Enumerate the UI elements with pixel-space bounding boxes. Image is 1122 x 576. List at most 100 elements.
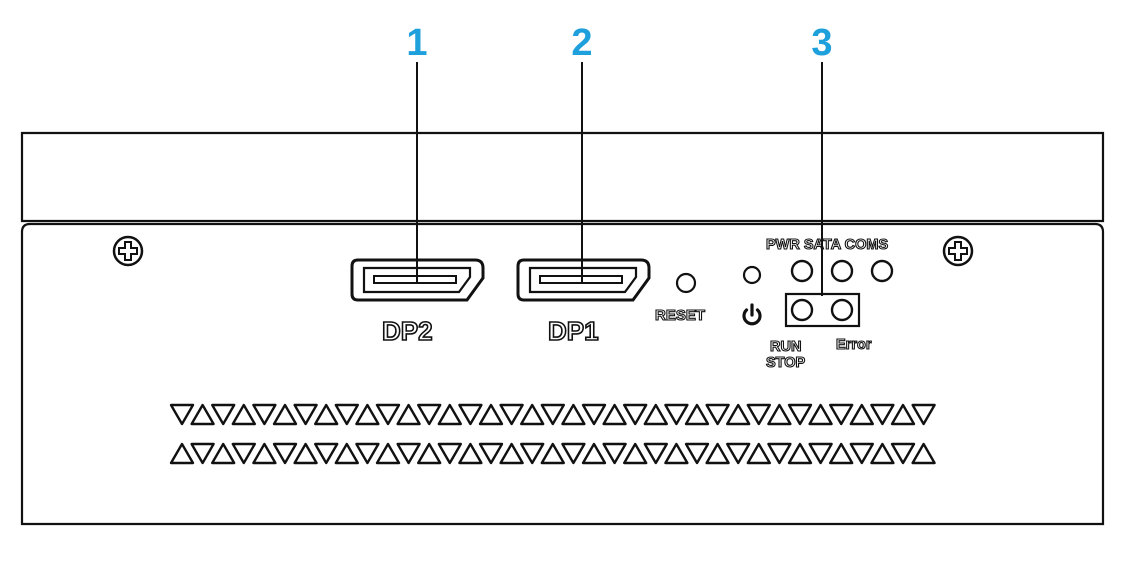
vent-slot	[623, 403, 648, 426]
vent-slot	[602, 442, 627, 465]
vent-slot	[375, 403, 401, 426]
vent-slot	[231, 403, 256, 426]
vent-slot	[437, 442, 462, 465]
vent-slot	[169, 403, 195, 426]
vent-slot	[705, 442, 730, 465]
vent-slot	[787, 403, 813, 426]
vent-slot	[478, 442, 504, 465]
screw-head-icon	[112, 235, 144, 267]
vent-slot	[458, 442, 483, 465]
vent-slot	[705, 403, 730, 426]
vent-slot	[355, 403, 380, 426]
vent-slot	[849, 403, 874, 426]
vent-slot	[314, 442, 339, 465]
vent-slot	[726, 403, 751, 426]
vent-slot	[664, 403, 689, 426]
vent-slot	[520, 403, 545, 426]
vent-slot	[252, 403, 277, 426]
vent-slot	[623, 442, 648, 465]
vent-slot	[767, 442, 792, 465]
front-panel-outline	[20, 222, 1105, 526]
vent-slot	[746, 403, 771, 426]
vent-slot	[684, 403, 710, 426]
vent-slot	[437, 403, 462, 426]
vent-slot	[293, 442, 318, 465]
run-error-led-frame	[784, 292, 861, 328]
vent-slot	[211, 442, 236, 465]
vent-slot	[169, 442, 195, 465]
pwr-led	[790, 259, 814, 283]
coms-led	[870, 259, 894, 283]
ventilation-grille	[169, 403, 936, 465]
run-stop-led	[790, 298, 814, 322]
vent-slot	[664, 442, 689, 465]
vent-slot	[272, 442, 298, 465]
displayport-dp2	[350, 258, 485, 302]
vent-slot	[890, 442, 916, 465]
vent-slot	[334, 403, 359, 426]
reset-hole	[675, 272, 697, 294]
vent-slot	[417, 442, 442, 465]
vent-slot	[334, 442, 359, 465]
vent-slot	[499, 403, 524, 426]
dp1-label: DP1	[548, 316, 599, 346]
vent-slot	[911, 403, 936, 426]
vent-slot	[870, 442, 895, 465]
vent-slot	[767, 403, 792, 426]
vent-slot	[643, 442, 668, 465]
callout-1: 1	[406, 22, 427, 64]
vent-slot	[540, 442, 565, 465]
vent-slot	[787, 442, 813, 465]
vent-slot	[808, 442, 833, 465]
vent-slot	[293, 403, 318, 426]
top-housing-outline	[20, 131, 1105, 223]
vent-slot	[190, 403, 215, 426]
stop-label: STOP	[766, 355, 806, 371]
run-label: RUN	[770, 339, 801, 355]
vent-slot	[581, 403, 607, 426]
vent-slot	[314, 403, 339, 426]
vent-slot	[911, 442, 936, 465]
vent-slot	[829, 442, 854, 465]
vent-slot	[272, 403, 298, 426]
vent-slot	[396, 403, 421, 426]
reset-label: RESET	[655, 307, 705, 324]
vent-slot	[890, 403, 916, 426]
vent-slot	[726, 442, 751, 465]
vent-slot	[355, 442, 380, 465]
vent-slot	[478, 403, 504, 426]
sata-led	[830, 259, 854, 283]
vent-slot	[849, 442, 874, 465]
callout-3: 3	[811, 22, 832, 64]
vent-slot	[499, 442, 524, 465]
vent-slot	[829, 403, 854, 426]
error-label: Error	[836, 337, 872, 353]
vent-slot	[581, 442, 607, 465]
vent-slot	[602, 403, 627, 426]
vent-slot	[561, 442, 586, 465]
dp2-label: DP2	[382, 316, 433, 346]
error-led	[830, 298, 854, 322]
vent-slot	[375, 442, 401, 465]
vent-slot	[520, 442, 545, 465]
vent-slot	[396, 442, 421, 465]
vent-slot	[684, 442, 710, 465]
vent-slot	[458, 403, 483, 426]
power-icon	[742, 303, 762, 326]
vent-slot	[252, 442, 277, 465]
vent-slot	[417, 403, 442, 426]
displayport-dp1	[516, 258, 651, 302]
vent-slot	[561, 403, 586, 426]
vent-slot	[231, 442, 256, 465]
vent-slot	[643, 403, 668, 426]
vent-slot	[190, 442, 215, 465]
pwr-sata-coms-label: PWR SATA COMS	[766, 237, 888, 253]
vent-slot	[211, 403, 236, 426]
screw-head-icon	[942, 235, 974, 267]
vent-slot	[746, 442, 771, 465]
callout-2: 2	[571, 22, 592, 64]
power-led	[742, 265, 762, 285]
vent-slot	[540, 403, 565, 426]
vent-slot	[870, 403, 895, 426]
